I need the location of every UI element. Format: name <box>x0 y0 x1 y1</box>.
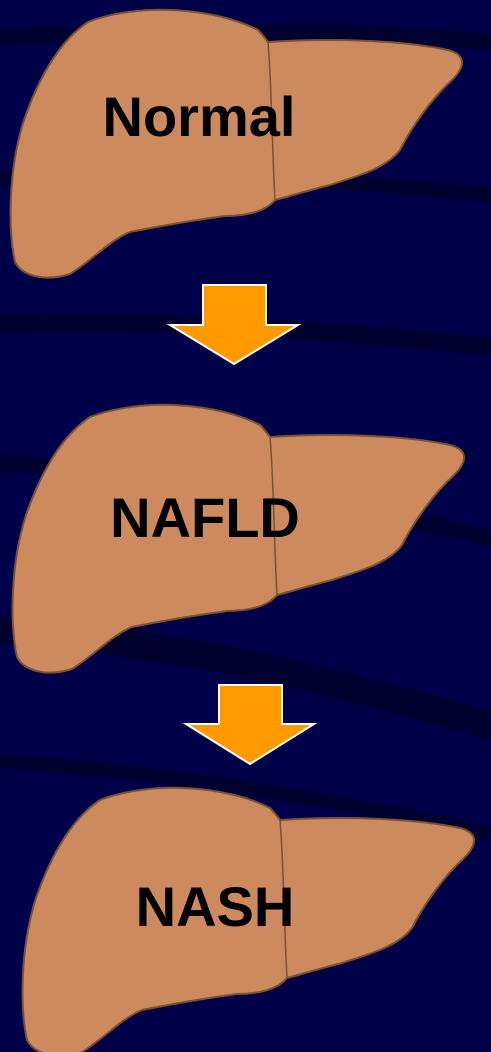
stage-nafld: NAFLD <box>13 405 465 673</box>
down-arrow-icon <box>186 685 314 764</box>
stage-label-nafld: NAFLD <box>110 486 300 549</box>
stage-label-normal: Normal <box>103 85 296 148</box>
stage-normal: Normal <box>11 10 463 278</box>
down-arrow-icon <box>170 285 298 364</box>
stage-nash: NASH <box>23 788 475 1052</box>
stage-label-nash: NASH <box>136 875 295 938</box>
